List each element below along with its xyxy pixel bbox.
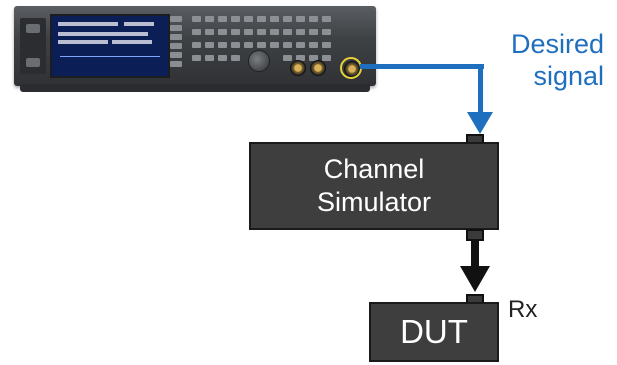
dut-box: DUT bbox=[369, 302, 499, 362]
instrument-keypad bbox=[192, 14, 342, 74]
signal-arrow-icon bbox=[467, 112, 493, 134]
instrument-key bbox=[192, 55, 201, 61]
instrument-key bbox=[322, 42, 331, 48]
instrument-key bbox=[231, 42, 240, 48]
instrument-key bbox=[322, 29, 331, 35]
rf-output-highlight bbox=[340, 57, 362, 79]
instrument-key bbox=[244, 29, 253, 35]
instrument-key bbox=[270, 16, 279, 22]
output-arrow-icon bbox=[460, 266, 490, 292]
power-switch-icon bbox=[26, 24, 40, 33]
signal-cable-vertical bbox=[478, 64, 483, 116]
instrument-power-panel bbox=[20, 18, 46, 74]
instrument-key bbox=[296, 42, 305, 48]
instrument-key bbox=[257, 42, 266, 48]
instrument-key bbox=[283, 29, 292, 35]
instrument-key bbox=[244, 16, 253, 22]
instrument-key bbox=[283, 42, 292, 48]
channel-simulator-line1: Channel bbox=[323, 154, 425, 184]
instrument-key bbox=[205, 16, 214, 22]
connector-icon bbox=[310, 60, 326, 76]
instrument-key bbox=[309, 16, 318, 22]
instrument-key bbox=[283, 16, 292, 22]
instrument-key bbox=[192, 29, 201, 35]
instrument-key bbox=[309, 55, 318, 61]
instrument-key bbox=[322, 16, 331, 22]
instrument-key bbox=[218, 16, 227, 22]
instrument-key bbox=[296, 16, 305, 22]
instrument-key bbox=[322, 55, 331, 61]
instrument-key bbox=[231, 16, 240, 22]
channel-simulator-box: Channel Simulator bbox=[249, 142, 499, 230]
dut-label: DUT bbox=[400, 313, 468, 350]
instrument-key bbox=[231, 55, 240, 61]
instrument-key bbox=[205, 29, 214, 35]
rx-label: Rx bbox=[508, 296, 538, 323]
signal-cable-horizontal bbox=[360, 64, 484, 69]
instrument-base bbox=[20, 84, 370, 92]
rotary-knob-icon bbox=[248, 50, 270, 72]
instrument-key bbox=[296, 55, 305, 61]
instrument-key bbox=[192, 16, 201, 22]
instrument-key bbox=[309, 29, 318, 35]
instrument-key bbox=[218, 42, 227, 48]
instrument-key bbox=[218, 55, 227, 61]
instrument-key bbox=[257, 16, 266, 22]
channel-simulator-line2: Simulator bbox=[316, 187, 432, 217]
instrument-key bbox=[309, 42, 318, 48]
instrument-key bbox=[205, 55, 214, 61]
instrument-key bbox=[192, 42, 201, 48]
output-cable bbox=[471, 240, 479, 268]
instrument-key bbox=[283, 55, 292, 61]
instrument-key bbox=[205, 42, 214, 48]
instrument-key bbox=[244, 42, 253, 48]
desired-label-line1: Desired bbox=[510, 29, 604, 59]
desired-signal-label: Desired signal bbox=[480, 28, 604, 92]
instrument-key bbox=[218, 29, 227, 35]
instrument-key bbox=[231, 29, 240, 35]
instrument-key bbox=[257, 29, 266, 35]
instrument-softkeys bbox=[170, 16, 184, 72]
connector-icon bbox=[290, 60, 306, 76]
instrument-display bbox=[50, 14, 170, 78]
instrument-key bbox=[270, 29, 279, 35]
instrument-key bbox=[270, 42, 279, 48]
desired-label-line2: signal bbox=[533, 61, 604, 91]
instrument-key bbox=[296, 29, 305, 35]
usb-port-icon bbox=[26, 58, 40, 67]
